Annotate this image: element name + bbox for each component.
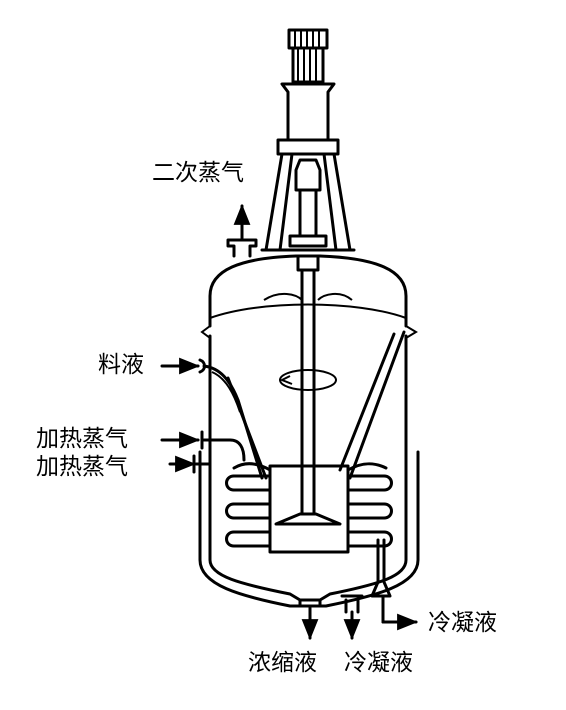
- heating-steam-inlets: [160, 430, 246, 474]
- liquid-surface: [263, 293, 353, 301]
- bottom-outlets: [294, 538, 419, 641]
- label-condensate-right: 冷凝液: [428, 610, 497, 636]
- heating-chamber: [225, 462, 393, 554]
- label-concentrate: 浓缩液: [248, 650, 317, 676]
- label-secondary-steam: 二次蒸气: [152, 160, 244, 186]
- label-feed-liquid: 料液: [98, 352, 144, 378]
- stirrer: [274, 254, 342, 526]
- label-condensate-bottom: 冷凝液: [344, 650, 413, 676]
- motor: [280, 28, 336, 142]
- feed-inlet: [160, 357, 264, 480]
- vapour-outlet: [226, 203, 258, 258]
- cone-distributor: [226, 330, 406, 480]
- label-heating-steam-1: 加热蒸气: [36, 426, 128, 452]
- drive-frame: [260, 138, 356, 252]
- label-heating-steam-2: 加热蒸气: [36, 454, 128, 480]
